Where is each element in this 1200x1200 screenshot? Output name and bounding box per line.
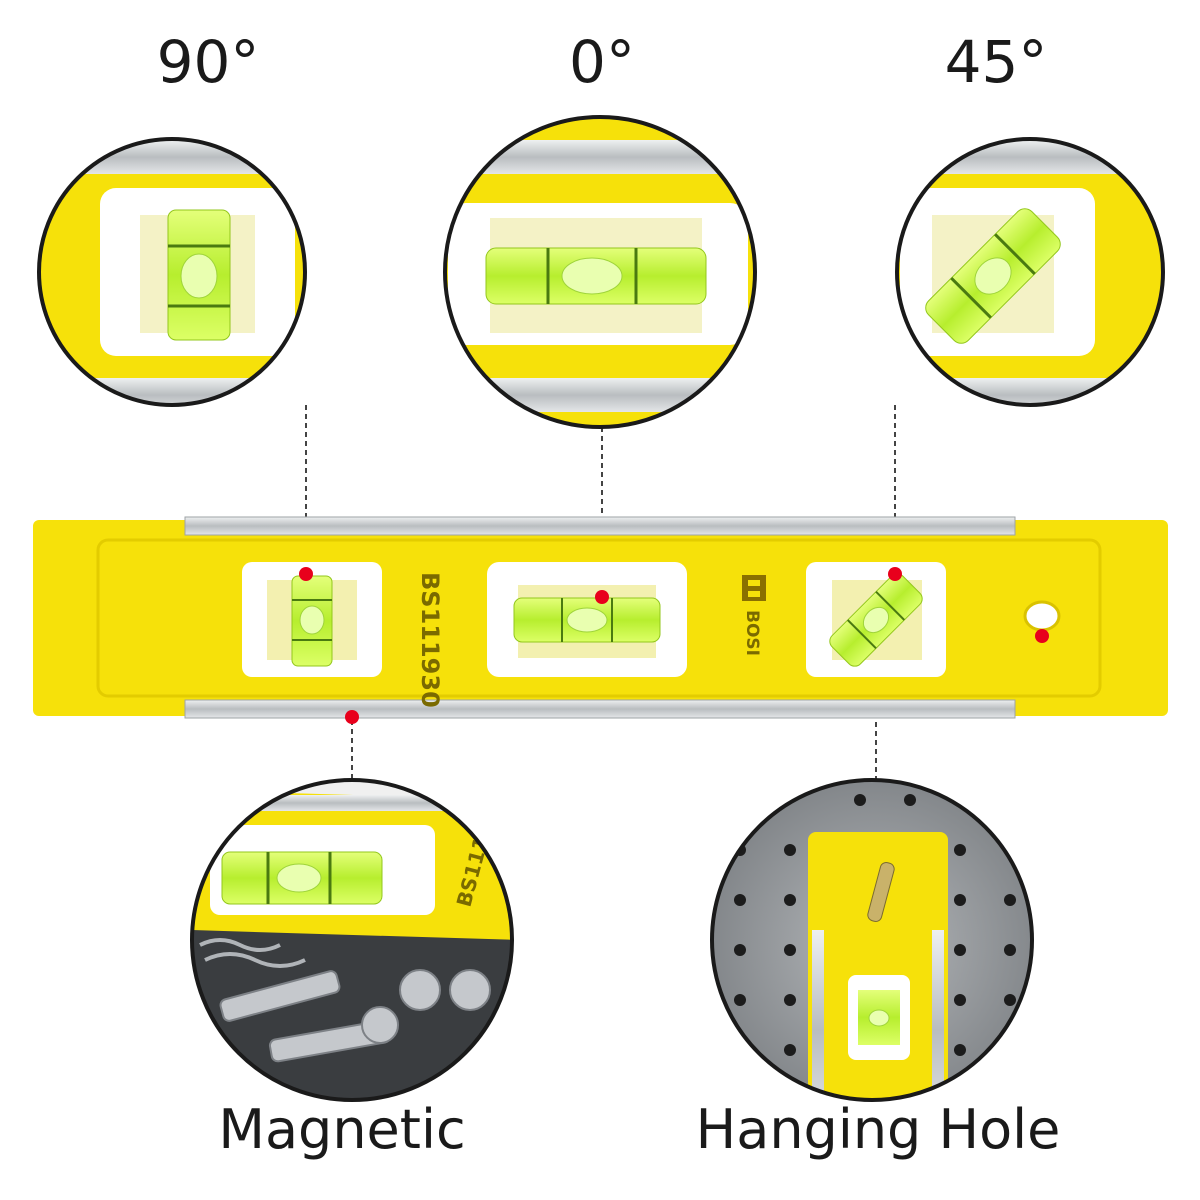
zoom-circle-0 <box>443 115 757 429</box>
angle-label-0: 0° <box>569 28 635 96</box>
zoom-model-text: BS111930 <box>338 220 368 367</box>
brand-logo: BOSI <box>742 575 766 656</box>
zoom-circle-magnetic: BS111930 <box>190 778 514 1102</box>
zoom-circle-90: BS111930 <box>37 137 368 407</box>
angle-label-45: 45° <box>944 28 1048 96</box>
brand-text: BOSI <box>742 610 762 656</box>
angle-label-90: 90° <box>156 28 260 96</box>
caption-hanging-hole: Hanging Hole <box>695 1098 1061 1161</box>
top-rail <box>184 516 1016 536</box>
bottom-rail <box>184 699 1016 719</box>
red-markers <box>299 567 1049 724</box>
model-text: BS111930 <box>416 572 444 708</box>
caption-magnetic: Magnetic <box>218 1098 466 1161</box>
zoom-brand-text: BOSI <box>827 258 851 312</box>
hanging-hole <box>1023 600 1061 632</box>
zoom-circle-hanging-hole <box>710 778 1034 1102</box>
zoom-circle-45: BOSI <box>827 137 1165 407</box>
torpedo-level: BS111930 BOSI <box>33 516 1168 724</box>
